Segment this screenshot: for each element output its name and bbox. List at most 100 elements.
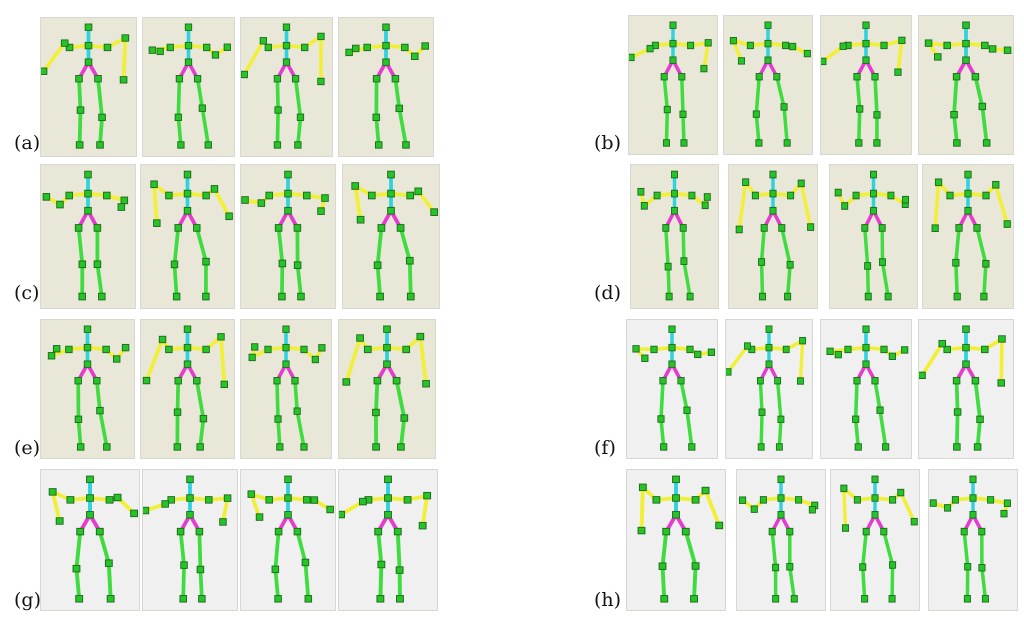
joint-marker bbox=[98, 113, 106, 122]
joint-marker bbox=[351, 44, 360, 53]
skeleton-figure bbox=[834, 170, 909, 301]
joint-marker bbox=[758, 292, 767, 301]
joint-marker bbox=[737, 57, 746, 65]
joint-marker bbox=[910, 517, 918, 526]
joint-marker bbox=[273, 377, 281, 385]
skeleton-figure bbox=[931, 170, 1011, 301]
joint-marker bbox=[186, 494, 194, 502]
left-leg bbox=[664, 226, 671, 299]
skeleton-figure bbox=[726, 325, 807, 451]
joint-marker bbox=[397, 443, 405, 451]
joint-marker bbox=[183, 189, 192, 198]
joint-marker bbox=[300, 443, 308, 451]
joint-marker bbox=[94, 75, 102, 83]
joint-marker bbox=[750, 505, 758, 513]
joint-marker bbox=[774, 377, 782, 385]
joint-marker bbox=[691, 562, 700, 570]
joint-marker bbox=[202, 292, 210, 301]
joint-marker bbox=[861, 224, 869, 232]
skeleton-figure bbox=[339, 475, 432, 603]
joint-marker bbox=[102, 345, 110, 354]
joint-marker bbox=[204, 141, 212, 149]
joint-marker bbox=[406, 292, 415, 301]
joint-marker bbox=[765, 343, 773, 352]
joint-marker bbox=[862, 360, 870, 368]
joint-marker bbox=[402, 141, 410, 149]
joint-marker bbox=[701, 486, 710, 495]
figure-group-d: (d) bbox=[590, 160, 1024, 310]
joint-marker bbox=[142, 376, 151, 385]
joint-marker bbox=[789, 42, 797, 51]
skeleton-panel bbox=[338, 17, 434, 157]
joint-marker bbox=[971, 377, 980, 385]
joint-marker bbox=[659, 377, 667, 385]
joint-marker bbox=[688, 443, 696, 451]
joint-marker bbox=[42, 193, 51, 201]
joint-marker bbox=[282, 343, 290, 352]
label-b: (b) bbox=[594, 132, 621, 154]
joint-marker bbox=[65, 345, 73, 354]
joint-marker bbox=[403, 496, 412, 504]
joint-marker bbox=[780, 103, 788, 111]
skeleton-panel bbox=[725, 319, 813, 459]
joint-marker bbox=[662, 527, 671, 536]
joint-marker bbox=[345, 48, 353, 57]
joint-marker bbox=[156, 47, 164, 56]
left-leg bbox=[853, 378, 861, 449]
joint-marker bbox=[756, 377, 764, 385]
joint-marker bbox=[186, 511, 194, 519]
joint-marker bbox=[373, 261, 382, 270]
joint-marker bbox=[293, 407, 301, 415]
joint-marker bbox=[861, 595, 869, 603]
joint-marker bbox=[950, 110, 958, 119]
left-arm bbox=[639, 485, 659, 533]
joint-marker bbox=[414, 187, 423, 196]
joint-marker bbox=[103, 191, 111, 200]
joint-marker bbox=[395, 566, 404, 574]
joint-marker bbox=[671, 170, 678, 179]
joint-marker bbox=[184, 58, 193, 66]
skeleton-figure bbox=[351, 170, 439, 301]
joint-marker bbox=[862, 527, 870, 536]
left-leg bbox=[754, 74, 761, 145]
skeleton-panel bbox=[140, 164, 235, 309]
joint-marker bbox=[982, 139, 991, 147]
joint-marker bbox=[1003, 499, 1011, 507]
joint-marker bbox=[641, 354, 649, 362]
joint-marker bbox=[282, 23, 291, 31]
left-leg bbox=[952, 74, 959, 145]
joint-marker bbox=[74, 415, 83, 423]
joint-marker bbox=[944, 504, 952, 512]
joint-marker bbox=[363, 345, 372, 354]
joint-marker bbox=[48, 488, 57, 496]
joint-marker bbox=[282, 360, 290, 368]
joint-marker bbox=[184, 23, 193, 31]
figure-group-c: (c) bbox=[0, 160, 460, 310]
joint-marker bbox=[777, 415, 785, 424]
joint-marker bbox=[180, 561, 188, 569]
joint-marker bbox=[202, 345, 210, 354]
joint-marker bbox=[65, 191, 73, 200]
joint-marker bbox=[311, 355, 319, 364]
joint-marker bbox=[668, 360, 676, 368]
joint-marker bbox=[198, 104, 206, 112]
joint-marker bbox=[980, 292, 988, 301]
left-arm bbox=[152, 182, 171, 226]
joint-marker bbox=[871, 511, 879, 519]
joint-marker bbox=[74, 224, 83, 232]
figure-group-g: (g) bbox=[0, 465, 460, 615]
joint-marker bbox=[174, 377, 182, 385]
joint-marker bbox=[52, 345, 61, 353]
joint-marker bbox=[953, 408, 962, 416]
joint-marker bbox=[293, 224, 302, 232]
joint-marker bbox=[382, 58, 390, 66]
joint-marker bbox=[86, 475, 94, 484]
joint-marker bbox=[284, 206, 292, 215]
joint-marker bbox=[321, 194, 329, 202]
joint-marker bbox=[973, 443, 982, 451]
joint-marker bbox=[862, 56, 870, 64]
right-leg bbox=[197, 529, 204, 601]
joint-marker bbox=[75, 141, 84, 149]
joint-marker bbox=[677, 377, 685, 385]
joint-marker bbox=[317, 207, 325, 215]
